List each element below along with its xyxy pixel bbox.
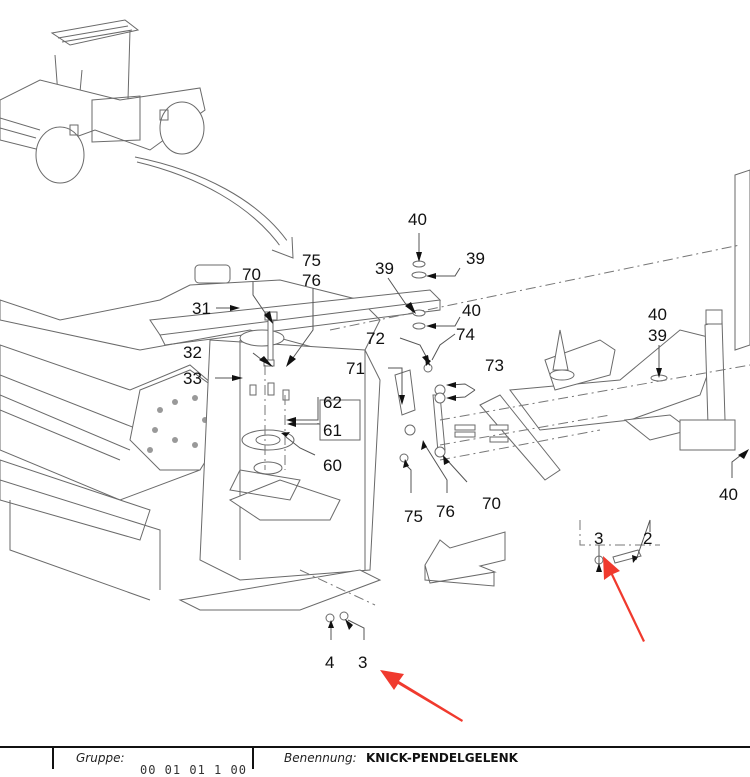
group-value: 00 01 01 1 00 — [140, 763, 247, 777]
exploded-parts-diagram: 40 39 39 40 75 76 70 31 32 33 72 74 71 7… — [0, 19, 750, 722]
callout-39: 39 — [648, 326, 667, 345]
callout-60: 60 — [323, 456, 342, 475]
callout-73: 73 — [485, 356, 504, 375]
red-highlight-arrow-bottom — [380, 670, 463, 722]
centerlines — [264, 244, 750, 606]
curved-pointer-arrow — [134, 156, 294, 259]
callout-71: 71 — [346, 359, 365, 378]
title-block-name-cell: Benennung: KNICK-PENDELGELENK — [252, 748, 750, 769]
callout-75: 75 — [302, 251, 321, 270]
callout-32: 32 — [183, 343, 202, 362]
highlight-arrows — [380, 556, 645, 722]
roller-overview-illustration — [0, 19, 206, 184]
name-label: Benennung: — [284, 751, 357, 765]
link-rod-assembly — [394, 363, 476, 463]
front-frame-assembly — [0, 264, 382, 611]
title-block: Gruppe: 00 01 01 1 00 Benennung: KNICK-P… — [0, 746, 750, 777]
leader-lines — [215, 233, 749, 640]
callout-62: 62 — [323, 393, 342, 412]
pivot-plate-assembly — [229, 311, 301, 501]
callout-3: 3 — [358, 653, 367, 672]
callout-76: 76 — [302, 271, 321, 290]
callout-4: 4 — [325, 653, 334, 672]
callout-3: 3 — [594, 529, 603, 548]
washer-stack — [411, 260, 427, 330]
bottom-hardware — [325, 549, 642, 623]
callout-40: 40 — [648, 305, 667, 324]
group-label: Gruppe: — [76, 751, 125, 765]
callout-39: 39 — [375, 259, 394, 278]
callout-2: 2 — [643, 529, 652, 548]
callout-61: 61 — [323, 421, 342, 440]
callout-70: 70 — [482, 494, 501, 513]
title-block-group-cell: Gruppe: 00 01 01 1 00 — [52, 748, 252, 777]
callout-31: 31 — [192, 299, 211, 318]
callout-40: 40 — [719, 485, 738, 504]
callout-75: 75 — [404, 507, 423, 526]
callout-72: 72 — [366, 329, 385, 348]
main-beam — [149, 289, 442, 346]
callout-70: 70 — [242, 265, 261, 284]
red-highlight-arrow-right — [603, 556, 645, 642]
callout-40: 40 — [408, 210, 427, 229]
callout-39: 39 — [466, 249, 485, 268]
callout-40: 40 — [462, 301, 481, 320]
callout-74: 74 — [456, 325, 475, 344]
rear-articulation-frame — [479, 169, 750, 481]
direction-block-arrow — [424, 531, 506, 587]
callout-33: 33 — [183, 369, 202, 388]
name-value: KNICK-PENDELGELENK — [366, 751, 518, 765]
callout-labels: 40 39 39 40 75 76 70 31 32 33 72 74 71 7… — [183, 210, 738, 672]
callout-76: 76 — [436, 502, 455, 521]
